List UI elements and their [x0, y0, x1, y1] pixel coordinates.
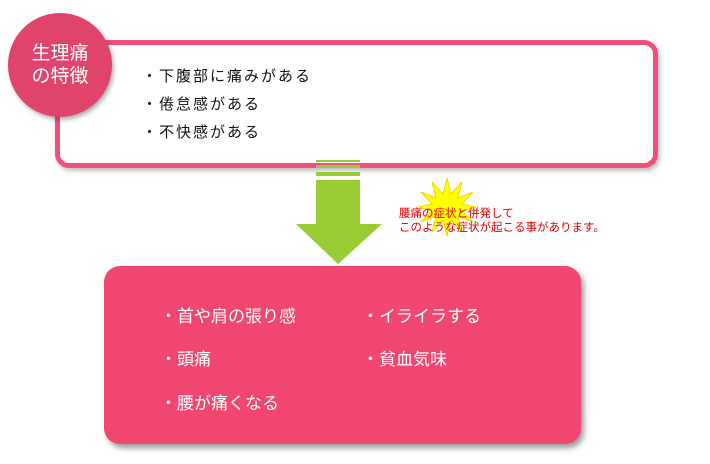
badge-line-1: 生理痛: [31, 42, 89, 64]
symptom-item: ・首や肩の張り感: [160, 307, 296, 327]
symptom-item: ・貧血気味: [362, 350, 447, 370]
feature-item: ・不快感がある: [142, 123, 262, 141]
features-list: ・下腹部に痛みがある ・倦怠感がある ・不快感がある: [142, 62, 312, 146]
starburst-icon: [418, 178, 476, 236]
feature-item: ・下腹部に痛みがある: [142, 67, 313, 85]
symptom-item: ・腰が痛くなる: [160, 394, 279, 414]
down-arrow-icon: [296, 160, 382, 264]
note-line-2: このような症状が起こる事があります。: [399, 220, 605, 234]
feature-item: ・倦怠感がある: [142, 95, 262, 113]
note-line-1: 腰痛の症状と併発して: [399, 206, 514, 220]
note-text: 腰痛の症状と併発して このような症状が起こる事があります。: [399, 206, 605, 234]
symptom-item: ・イライラする: [362, 307, 481, 327]
symptoms-box: [104, 266, 581, 444]
title-badge: 生理痛 の特徴: [8, 13, 112, 117]
symptom-item: ・頭痛: [160, 350, 211, 370]
badge-line-2: の特徴: [31, 65, 89, 87]
